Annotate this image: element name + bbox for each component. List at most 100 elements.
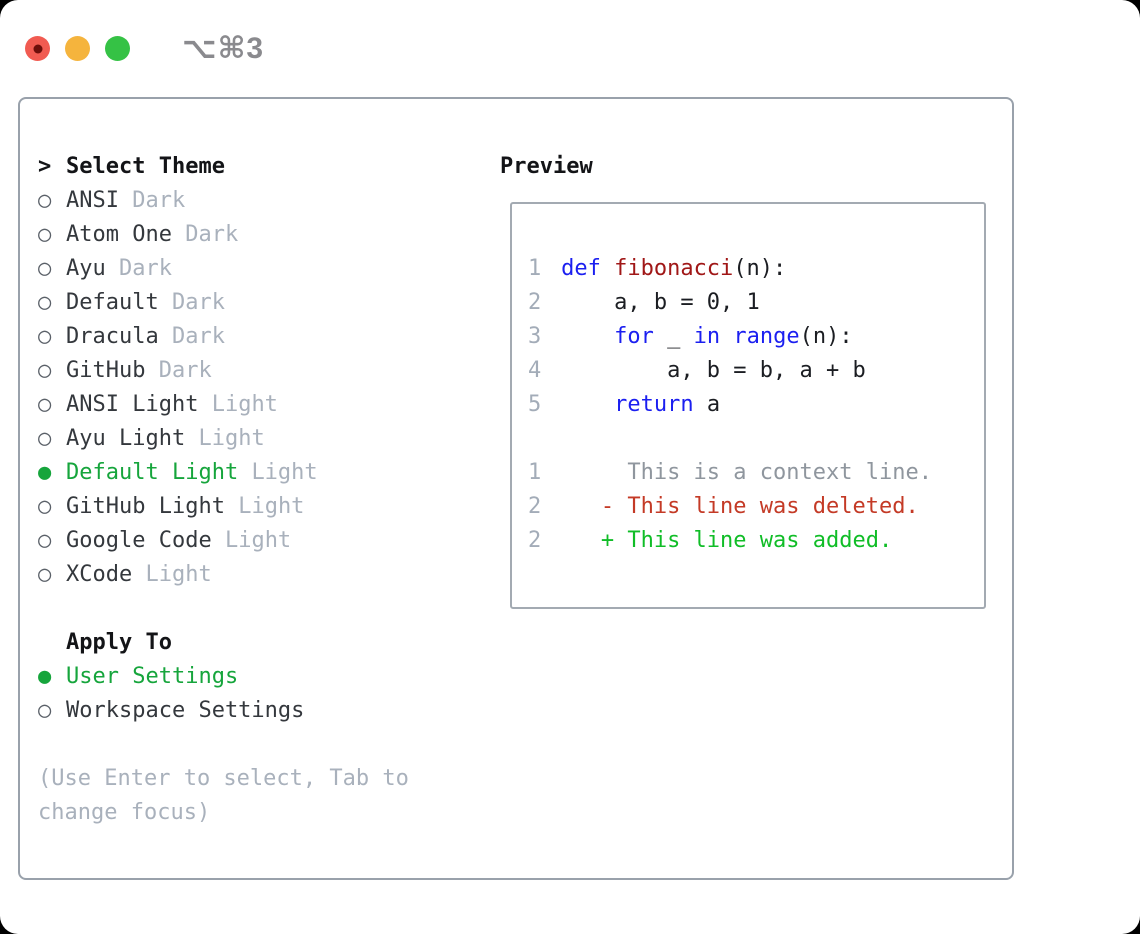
plain-token: (n): [799,324,853,349]
diff-context-text: This is a context line. [561,460,932,485]
theme-variant [132,562,145,587]
theme-variant [159,324,172,349]
theme-variant [212,528,225,553]
theme-name: XCode [66,562,133,587]
radio-selected-icon: ● [38,664,52,689]
theme-variant-label: Dark [132,188,186,213]
theme-variant-label: Light [211,392,278,417]
titlebar: ⌥⌘3 [0,0,1140,97]
code-line: 3 for _ in range(n): [528,320,984,354]
close-button-dot-icon [33,44,42,53]
preview-gap [528,422,984,456]
theme-name: Dracula [66,324,159,349]
function-token: fibonacci [614,256,734,281]
radio-icon: ○ [38,562,52,587]
theme-name: ANSI [66,188,119,213]
plain-token: _ [653,324,694,349]
line-number: 3 [528,324,542,349]
radio-icon: ○ [38,324,52,349]
theme-variant [225,494,238,519]
theme-variant [185,426,198,451]
theme-variant-label: Light [251,460,318,485]
theme-name: ANSI Light [66,392,199,417]
radio-icon: ○ [38,528,52,553]
theme-variant-label: Dark [171,324,225,349]
theme-option-ansi-dark[interactable]: ○ ANSI Dark [38,184,500,218]
radio-icon: ○ [38,426,52,451]
line-number: 2 [528,290,542,315]
theme-option-github-dark[interactable]: ○ GitHub Dark [38,354,500,388]
theme-variant [159,290,172,315]
diff-line-context: 1 This is a context line. [528,456,984,490]
apply-option-user-settings[interactable]: ●User Settings [38,660,500,694]
plain-token: a, b = 0, 1 [561,290,760,315]
builtin-token: range [733,324,800,349]
line-number: 4 [528,358,542,383]
theme-option-default-light[interactable]: ●Default Light Light [38,456,500,490]
selector-column: >Select Theme ○ANSI Dark ○Atom One Dark … [38,150,500,878]
theme-variant [106,256,119,281]
theme-option-ansi-light[interactable]: ○ ANSI Light Light [38,388,500,422]
tui-panel: >Select Theme ○ANSI Dark ○Atom One Dark … [18,97,1014,880]
help-text: (Use Enter to select, Tab to change focu… [38,766,409,825]
keyword-token: for [614,324,654,349]
radio-icon: ○ [38,392,52,417]
theme-option-google-code[interactable]: ○ Google Code Light [38,524,500,558]
theme-variant-label: Light [145,562,212,587]
radio-icon: ○ [38,188,52,213]
theme-variant [145,358,158,383]
theme-variant [198,392,211,417]
theme-name: Google Code [66,528,212,553]
diff-line-deleted: 2 - This line was deleted. [528,490,984,524]
code-line: 4 a, b = b, a + b [528,354,984,388]
plain-token: a [693,392,721,417]
theme-variant-label: Dark [158,358,212,383]
diff-added-text: + This line was added. [561,528,893,553]
theme-option-github-light[interactable]: ○GitHub Light Light [38,490,500,524]
traffic-lights [25,36,130,61]
theme-name: GitHub [66,358,146,383]
close-button[interactable] [25,36,50,61]
theme-variant-label: Light [238,494,305,519]
apply-option-label: Workspace Settings [66,698,305,723]
theme-option-default-dark[interactable]: ○Default Dark [38,286,500,320]
theme-section-header: >Select Theme [38,150,500,184]
theme-option-atom-one-dark[interactable]: ○Atom One Dark [38,218,500,252]
diff-line-added: 2 + This line was added. [528,524,984,558]
line-number: 2 [528,494,542,519]
apply-option-workspace-settings[interactable]: ○ Workspace Settings [38,694,500,728]
theme-variant-label: Light [224,528,292,553]
theme-option-xcode[interactable]: ○ XCode Light [38,558,500,592]
apply-section-title: Apply To [66,630,172,655]
theme-option-ayu-light[interactable]: ○Ayu Light Light [38,422,500,456]
theme-name: Ayu [66,256,106,281]
radio-icon: ○ [38,358,52,383]
theme-variant-label: Dark [185,222,239,247]
line-number: 5 [528,392,542,417]
plain-token: (n): [733,256,787,281]
plain-token [561,324,614,349]
radio-icon: ○ [38,256,52,281]
radio-icon: ○ [38,494,52,519]
keyword-token: return [614,392,694,417]
keyword-token: in [693,324,721,349]
theme-variant [238,460,251,485]
diff-deleted-text: - This line was deleted. [561,494,919,519]
code-line: 5 return a [528,388,984,422]
theme-name: Default [66,290,159,315]
section-gap [38,592,500,626]
radio-icon: ○ [38,222,52,247]
zoom-button[interactable] [105,36,130,61]
theme-option-ayu-dark[interactable]: ○Ayu Dark [38,252,500,286]
plain-token [720,324,733,349]
theme-option-dracula-dark[interactable]: ○ Dracula Dark [38,320,500,354]
line-number: 1 [528,460,542,485]
line-number: 2 [528,528,542,553]
minimize-button[interactable] [65,36,90,61]
radio-icon: ○ [38,698,52,723]
theme-variant [119,188,132,213]
theme-variant-label: Dark [171,290,225,315]
line-number: 1 [528,256,542,281]
